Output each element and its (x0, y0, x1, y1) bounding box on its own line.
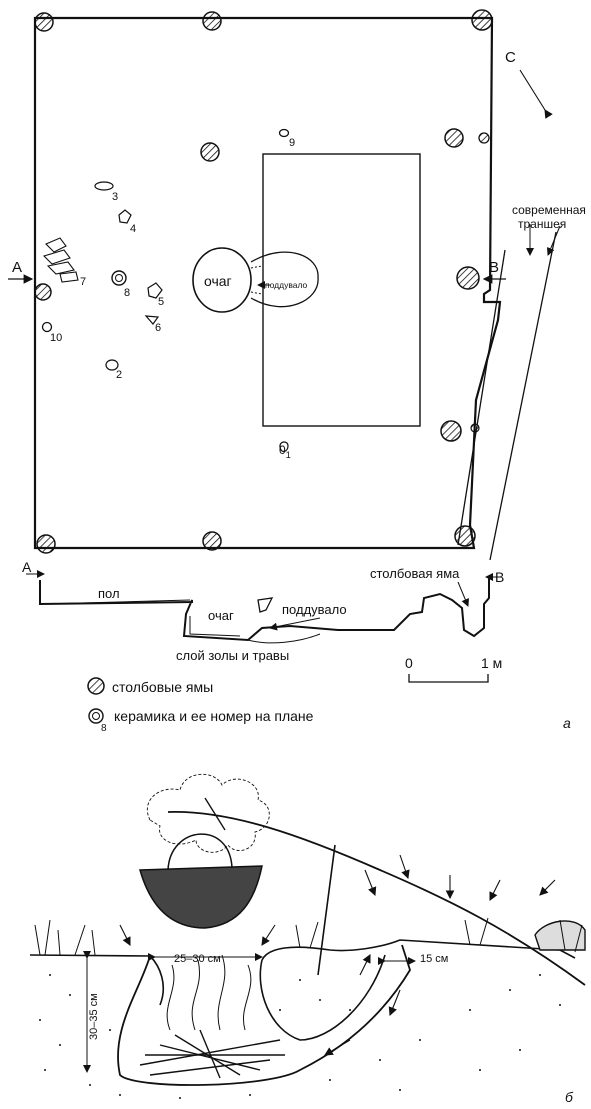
smoke-cloud (146, 773, 270, 853)
plan-marker-b: B (489, 259, 499, 276)
post-pit (456, 266, 480, 290)
artifact-label-3: 3 (112, 191, 118, 203)
plan-drawing (8, 9, 561, 561)
ceramic-10-shape (41, 321, 53, 333)
panel-b-label: б (565, 1089, 574, 1105)
vent-channel-inner (259, 954, 386, 1041)
artifact-label-7: 7 (80, 276, 86, 288)
legend-post-pits-text: столбовые ямы (112, 679, 213, 695)
blower-shape (250, 251, 319, 308)
scale-bar (408, 674, 489, 683)
section-label-a: А (22, 559, 32, 575)
b1-label: 01 (279, 443, 291, 460)
stake (317, 844, 336, 976)
legend (87, 677, 105, 724)
ceramic-4-shape (118, 209, 132, 224)
vent-label: 15 см (420, 953, 448, 965)
post-pit (471, 9, 493, 31)
post-pit (34, 12, 54, 32)
artifact-label-4: 4 (130, 223, 136, 235)
legend-ceramics-num: 8 (101, 723, 107, 734)
post-pit (36, 534, 56, 554)
panel-a-label: а (563, 715, 571, 731)
trench-label-line1: современная (512, 203, 586, 217)
trench-line-left (457, 249, 506, 546)
ceramics-finds (41, 128, 290, 452)
scale-one: 1 м (481, 655, 502, 671)
post-pit (202, 11, 222, 31)
flames (166, 954, 252, 1031)
inner-pit (262, 153, 421, 427)
ceramic-8-shape (111, 270, 127, 286)
post-pit (34, 283, 52, 301)
dwelling-outline (33, 16, 502, 550)
support-stick-2 (204, 797, 226, 831)
section-label-b: В (495, 569, 504, 585)
section-blower-shape (257, 597, 274, 613)
artifact-label-8: 8 (124, 287, 130, 299)
floor-label: пол (98, 586, 120, 601)
b1-mark (279, 441, 289, 452)
legend-ceramics-icon (88, 708, 104, 724)
post-pit-arrow (457, 581, 469, 607)
ash-layer-label: слой золы и травы (176, 648, 289, 663)
artifact-label-9: 9 (289, 137, 295, 149)
air-flow-arrows (119, 854, 556, 1056)
trench-label-line2: траншея (518, 217, 566, 231)
artifact-label-5: 5 (158, 296, 164, 308)
reconstruction-drawing (29, 773, 586, 1099)
fire-pit (117, 944, 411, 1086)
plan-hearth-label: очаг (204, 273, 232, 289)
post-pit (202, 531, 222, 551)
post-pit (470, 423, 480, 433)
section-hearth-label: очаг (208, 608, 234, 623)
cross-section (26, 570, 500, 644)
ground-surface (29, 939, 576, 1006)
ceramic-7-cluster (42, 237, 79, 283)
width-label: 25–30 см (174, 953, 221, 965)
section-blower-label: поддувало (282, 602, 347, 617)
legend-ceramics-text: керамика и ее номер на плане (114, 708, 314, 724)
ceramic-3-shape (94, 181, 114, 191)
ceramic-6-shape (144, 315, 160, 325)
ceramic-5-shape (147, 282, 163, 299)
marker-c-arrow (519, 69, 553, 119)
plan-marker-a: А (12, 259, 22, 276)
legend-post-pit-icon (87, 677, 105, 695)
grass (34, 917, 583, 956)
ceramic-2-shape (105, 359, 119, 371)
section-blower-arrow (269, 617, 321, 631)
plan-blower-label: поддувало (265, 280, 308, 290)
post-pit (478, 132, 490, 144)
pot-handle (167, 833, 233, 871)
soil-texture (39, 974, 561, 1099)
cooking-pot (139, 865, 263, 929)
post-pit (454, 525, 476, 547)
section-profile (39, 578, 490, 642)
support-stick (167, 811, 586, 986)
post-pits (34, 9, 493, 554)
rock (534, 920, 586, 951)
artifact-label-6: 6 (155, 322, 161, 334)
post-pit (200, 142, 220, 162)
post-pit-label: столбовая яма (370, 566, 460, 581)
scale-zero: 0 (405, 655, 413, 671)
post-pit (440, 420, 462, 442)
direction-label-c: C (505, 49, 516, 66)
firewood (139, 1029, 285, 1079)
post-pit (444, 128, 464, 148)
depth-label: 30–35 см (88, 993, 100, 1040)
artifact-label-2: 2 (116, 369, 122, 381)
artifact-label-10: 10 (50, 332, 62, 344)
trench-arrow-2 (546, 225, 561, 256)
ceramic-9-shape (278, 128, 290, 138)
trench-line-right (489, 231, 557, 561)
hearth-circle (192, 247, 252, 313)
